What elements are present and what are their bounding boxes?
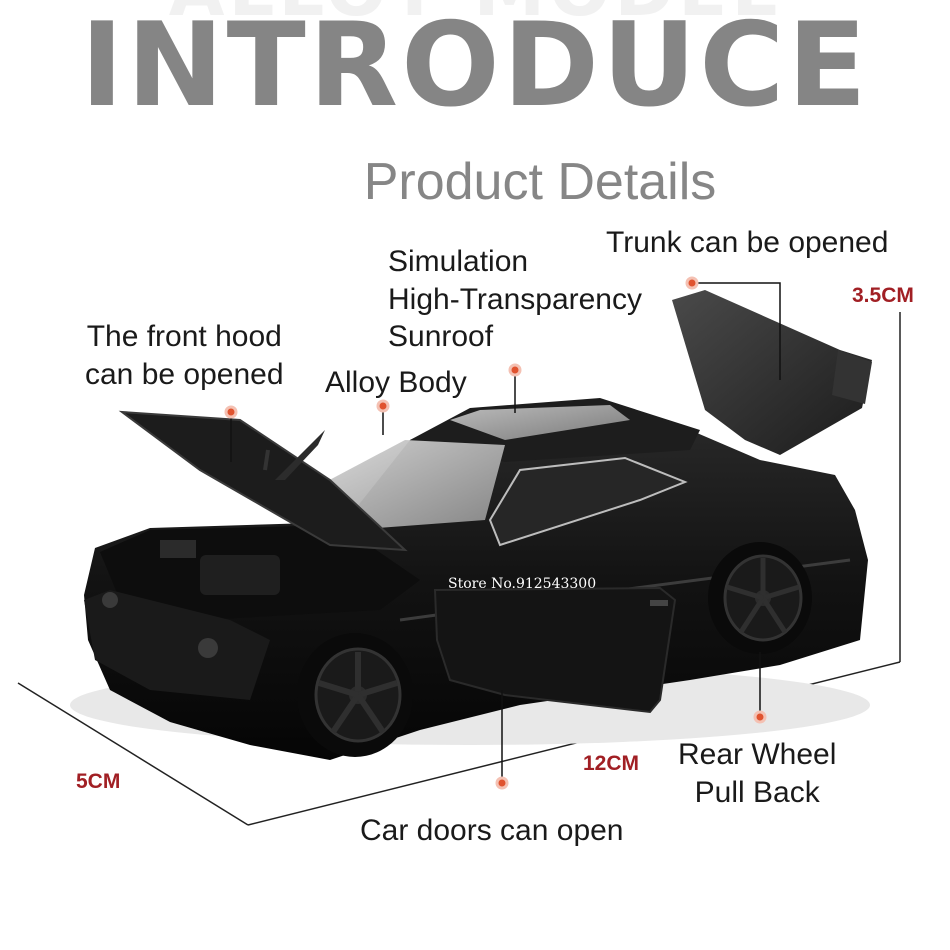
hood-callout-dot [224,405,238,419]
trunk-leader-line [692,282,781,380]
wheel-callout-dot [753,710,767,724]
page-title: INTRODUCE [80,0,870,133]
length-dimension-label: 12CM [583,752,640,775]
headlight-left [198,638,218,658]
trunk-lid [672,290,872,455]
front-hood [118,410,408,552]
engine-block [200,555,280,595]
front-bumper [84,590,270,700]
width-dimension-label: 5CM [76,770,121,793]
callout-dots [224,276,767,790]
sunroof-callout-dot [508,363,522,377]
sunroof-glass [450,405,630,440]
wheel-label-line-2: Pull Back [694,775,820,809]
store-watermark: Store No.912543300 [448,576,597,592]
width-dimension-line [17,682,249,826]
trunk-callout-dot [685,276,699,290]
windshield [320,440,505,530]
page-subtitle: Product Details [363,153,717,211]
body-callout-dot [376,399,390,413]
background-watermark-title: ALLOY MODEL [0,0,950,32]
body-label: Alloy Body [325,366,467,399]
doors-callout-dot [495,776,509,790]
sunroof-label: Simulation High-Transparency Sunroof [388,243,642,356]
headlight-right [102,592,118,608]
sunroof-label-line-2: High-Transparency [388,282,642,316]
hood-label-line-1: The front hood [86,320,282,353]
sunroof-label-line-3: Sunroof [388,320,494,353]
sunroof-label-line-1: Simulation [388,245,529,278]
front-wheel [297,633,413,757]
callout-leader-lines [230,282,781,783]
rear-wheel [708,542,812,654]
open-car-door [433,586,677,714]
wheel-label-line-1: Rear Wheel [678,738,837,771]
car-body [84,398,868,760]
hood-label-line-2: can be opened [85,357,284,391]
height-dimension-label: 3.5CM [852,284,914,307]
hood-label: The front hood can be opened [85,318,284,393]
wheel-label: Rear Wheel Pull Back [678,736,836,811]
doors-label: Car doors can open [360,814,624,847]
trunk-label: Trunk can be opened [606,226,889,259]
